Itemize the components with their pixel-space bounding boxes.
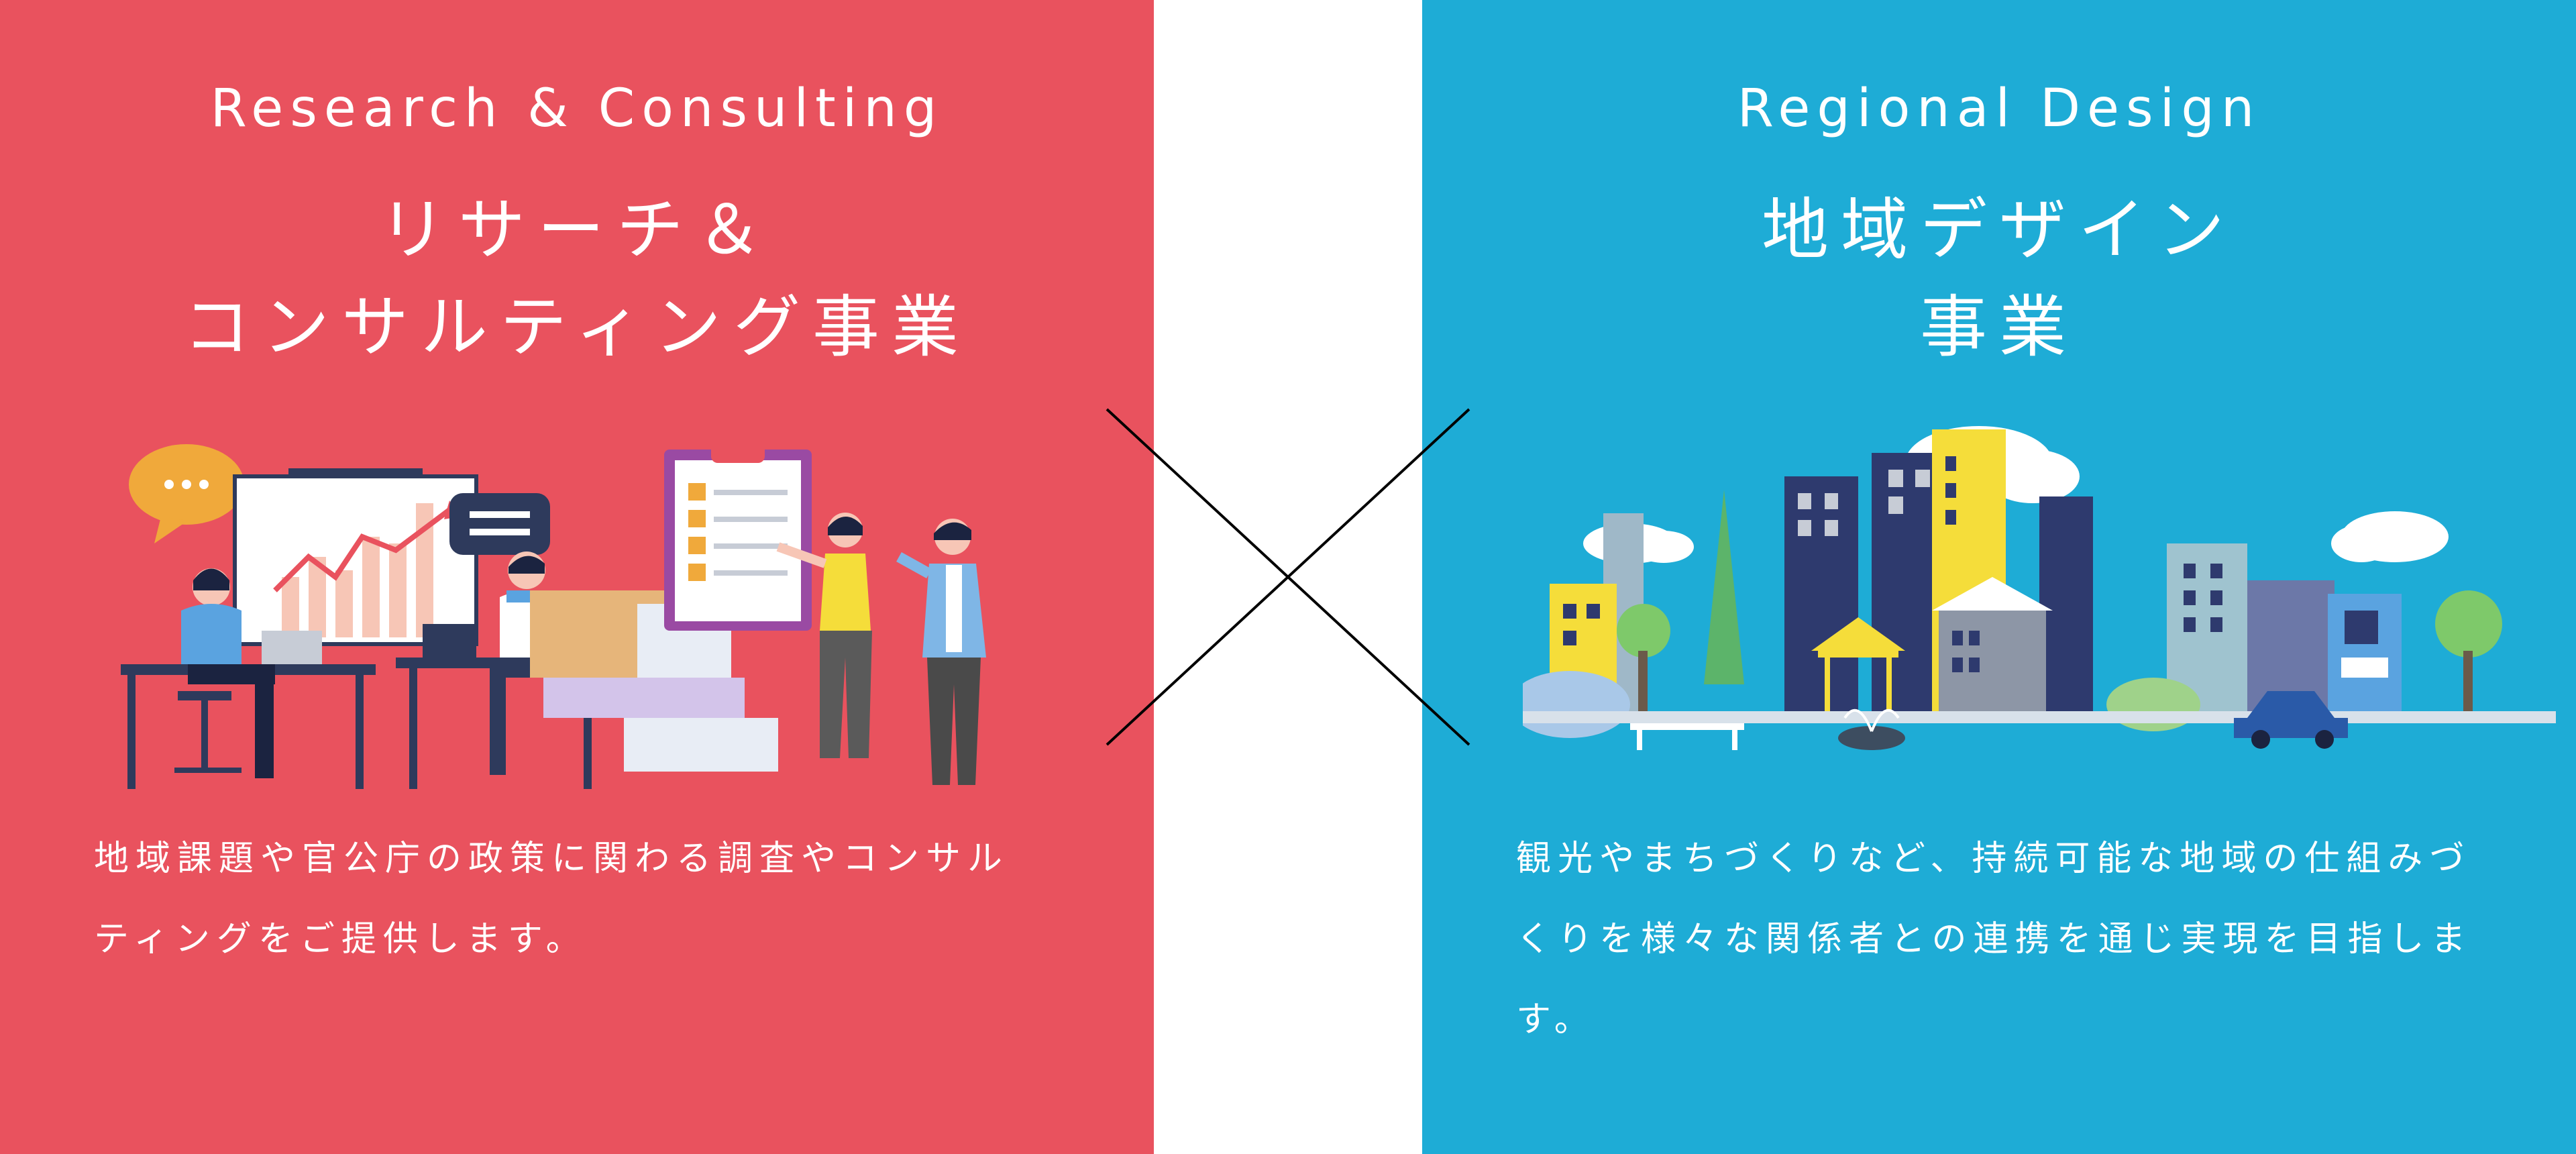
regional-design-description: 観光やまちづくりなど、持続可能な地域の仕組みづくりを様々な関係者との連携を通じ実…	[1516, 839, 2473, 1040]
cross-icon	[1106, 408, 1470, 746]
research-consulting-title-jp: リサーチ＆ コンサルティング事業	[183, 191, 971, 366]
regional-design-title-jp: 地域デザイン 事業	[1762, 191, 2237, 366]
consulting-team-illustration-icon	[121, 440, 986, 789]
regional-design-panel: Regional Design 地域デザイン 事業	[1422, 0, 2576, 1154]
research-consulting-panel: Research & Consulting リサーチ＆ コンサルティング事業	[0, 0, 1154, 1154]
city-skyline-illustration-icon	[1523, 426, 2556, 750]
regional-design-title-en: Regional Design	[1737, 78, 2261, 139]
research-consulting-description: 地域課題や官公庁の政策に関わる調査やコンサルティングをご提供します。	[94, 839, 1010, 959]
research-consulting-title-en: Research & Consulting	[210, 78, 944, 139]
